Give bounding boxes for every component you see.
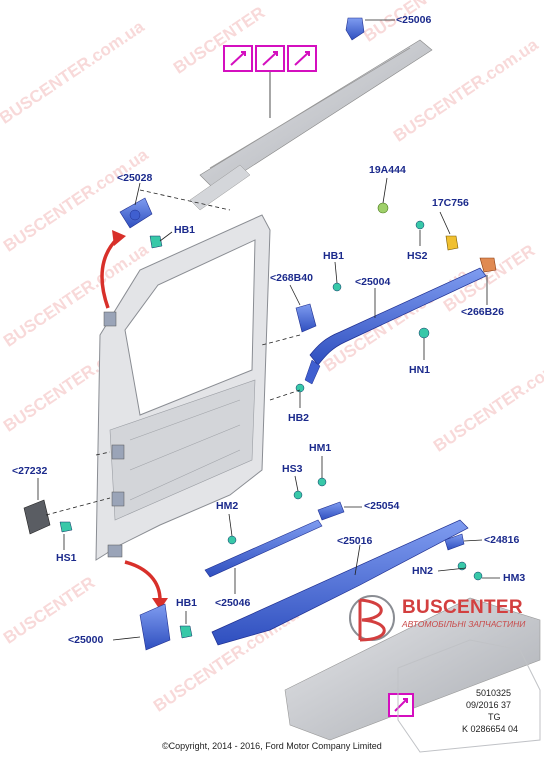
fastener-hm3	[473, 571, 483, 581]
sliding-door	[95, 214, 271, 561]
part-25046	[204, 519, 323, 578]
part-27232	[23, 499, 51, 535]
callout-hb1-mid: HB1	[323, 250, 345, 262]
roof-rail	[189, 39, 433, 211]
callout-19a444: 19A444	[369, 164, 406, 176]
fastener-hm2	[227, 535, 237, 545]
callout-hb1-top: HB1	[174, 224, 196, 236]
callout-25004: <25004	[355, 276, 391, 288]
callout-266b26: <266B26	[461, 306, 504, 318]
fastener-hs1	[59, 521, 73, 533]
part-266b26	[479, 257, 497, 273]
buscenter-logo-mark	[349, 595, 395, 642]
part-19a444	[377, 202, 389, 214]
callout-25028: <25028	[117, 172, 153, 184]
callout-25016: <25016	[337, 535, 373, 547]
bolt-hb1	[149, 235, 163, 249]
callout-hn2: HN2	[412, 565, 434, 577]
buscenter-logo-tagline: АВТОМОБІЛЬНІ ЗАПЧАСТИНИ	[402, 619, 526, 629]
buscenter-logo-text: BUSCENTER	[402, 597, 523, 618]
callout-25054: <25054	[364, 500, 400, 512]
copyright-text: ©Copyright, 2014 - 2016, Ford Motor Comp…	[162, 741, 382, 751]
callout-268b40: <268B40	[270, 272, 313, 284]
callout-hb2: HB2	[288, 412, 310, 424]
info-code: 5010325	[476, 688, 512, 698]
fastener-hb1	[332, 282, 342, 292]
van-sketch	[397, 639, 541, 753]
callout-24816: <24816	[484, 534, 520, 546]
callout-hn1: HN1	[409, 364, 431, 376]
part-24816	[444, 533, 465, 551]
callout-hs1: HS1	[56, 552, 77, 564]
info-date: 09/2016 37	[466, 700, 512, 710]
part-25028	[119, 197, 153, 229]
fastener-hs3	[293, 490, 303, 500]
note-icon-bottom	[388, 693, 414, 717]
part-25000	[139, 603, 171, 651]
part-25006	[345, 17, 365, 41]
callout-hm3: HM3	[503, 572, 526, 584]
fastener-hn1	[418, 327, 430, 339]
callout-hs2: HS2	[407, 250, 428, 262]
callout-27232: <27232	[12, 465, 48, 477]
sill-panel	[284, 597, 541, 741]
leader-lines	[37, 19, 500, 641]
part-17c756	[445, 235, 459, 251]
fastener-hb1-lower	[179, 625, 193, 639]
callout-hm2: HM2	[216, 500, 239, 512]
part-25016	[211, 519, 469, 646]
part-25054	[317, 501, 345, 521]
part-25004	[304, 267, 487, 385]
fastener-hm1	[317, 477, 327, 487]
info-ref: K 0286654 04	[462, 724, 519, 734]
red-arrow-bottom	[124, 560, 162, 601]
callout-25006: <25006	[396, 14, 432, 26]
callout-25046: <25046	[215, 597, 251, 609]
part-268b40	[295, 303, 317, 333]
callout-17c756: 17C756	[432, 197, 469, 209]
fastener-hs2	[415, 220, 425, 230]
callout-hs3: HS3	[282, 463, 303, 475]
info-tg: TG	[488, 712, 501, 722]
callout-hm1: HM1	[309, 442, 332, 454]
note-icons-top	[223, 45, 317, 72]
callout-hb1-bottom: HB1	[176, 597, 198, 609]
callout-25000: <25000	[68, 634, 104, 646]
red-arrow-top	[100, 236, 120, 309]
